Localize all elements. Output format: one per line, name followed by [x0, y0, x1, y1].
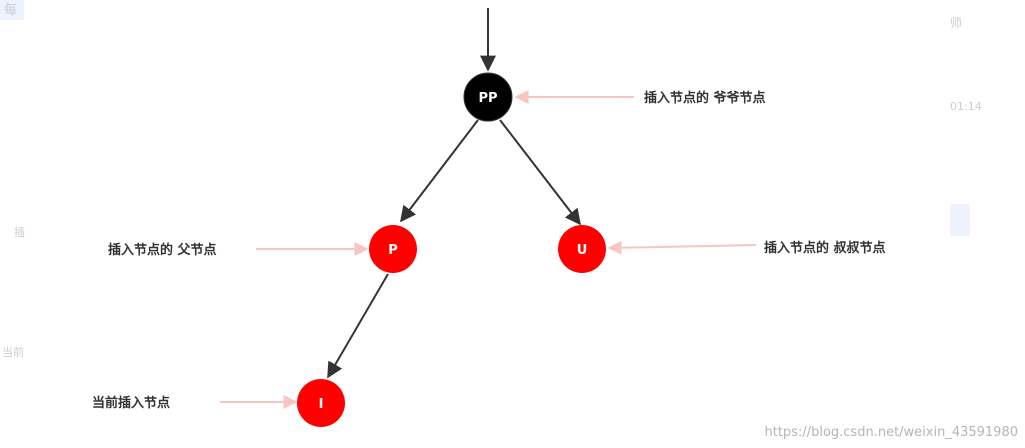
label-current: 当前插入节点	[92, 395, 170, 411]
node-p-label: P	[388, 243, 398, 258]
label-grandparent: 插入节点的 爷爷节点	[644, 90, 766, 106]
node-pp-circle	[463, 72, 513, 122]
node-u-label: U	[577, 243, 588, 258]
edge-pp-to-p	[400, 119, 479, 223]
node-i: I	[297, 379, 345, 427]
label-parent: 插入节点的 父节点	[108, 242, 217, 258]
edge-pp-to-u	[499, 119, 581, 226]
node-p-circle	[369, 225, 417, 273]
background-text-left-lower: 当前	[2, 345, 24, 359]
node-u: U	[558, 225, 606, 273]
background-side-panel	[950, 204, 970, 236]
background-text-left-mid: 插	[14, 225, 25, 239]
node-i-circle	[297, 379, 345, 427]
background-tab-highlight	[0, 0, 24, 20]
node-p: P	[369, 225, 417, 273]
background-text-teacher: 师	[950, 16, 962, 30]
background-text-time: 01:14	[950, 100, 982, 113]
label-uncle: 插入节点的 叔叔节点	[764, 240, 886, 256]
node-i-label: I	[319, 397, 324, 412]
node-pp-label: PP	[478, 91, 497, 106]
background-text-top-left: 每	[4, 2, 17, 18]
node-u-circle	[558, 225, 606, 273]
node-pp: PP	[463, 72, 513, 122]
edge-p-to-i	[327, 273, 389, 379]
pointer-uncle	[607, 240, 757, 255]
watermark-text: https://blog.csdn.net/weixin_43591980	[764, 425, 1018, 440]
